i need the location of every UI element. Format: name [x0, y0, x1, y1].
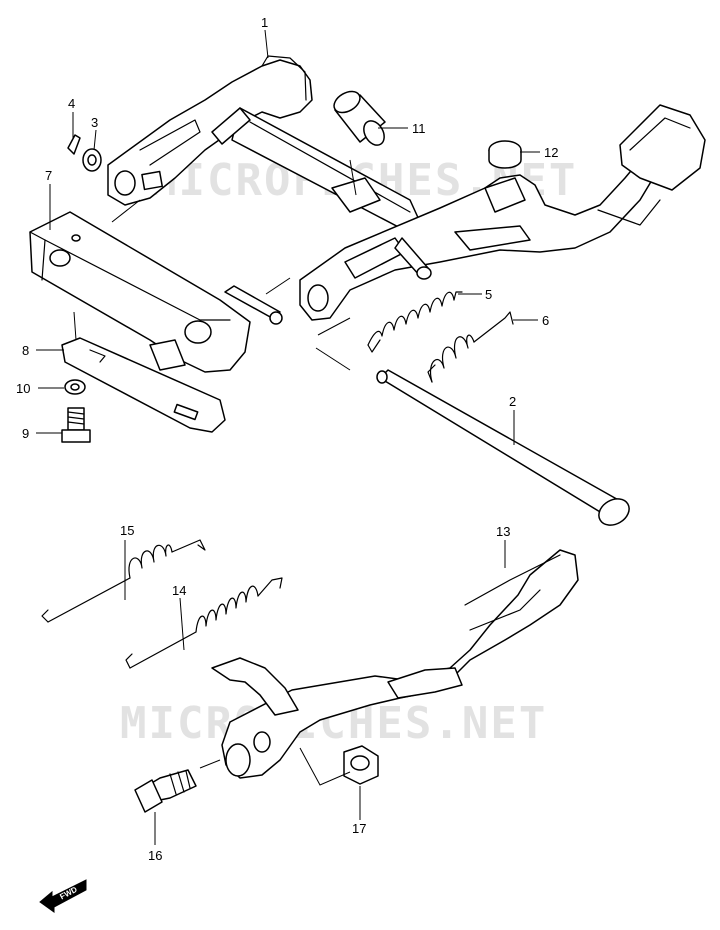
callout-5: 5: [485, 287, 492, 302]
callout-16: 16: [148, 848, 162, 863]
callout-8: 8: [22, 343, 29, 358]
callout-labels: 1 2 3 4 5 6 7 8 9 10 11 12 13 14 15 16 1…: [16, 15, 558, 863]
spring-14[interactable]: [125, 577, 283, 669]
bolt-9[interactable]: [61, 407, 91, 443]
callout-15: 15: [120, 523, 134, 538]
pivot-bolt-16[interactable]: [134, 769, 197, 813]
callout-7: 7: [45, 168, 52, 183]
nut-17[interactable]: [343, 745, 379, 785]
callout-17: 17: [352, 821, 366, 836]
stand-bracket[interactable]: [29, 211, 283, 373]
pivot-pin-2[interactable]: [376, 369, 634, 530]
callout-1: 1: [261, 15, 268, 30]
rubber-cap-12[interactable]: [488, 140, 522, 169]
spring-5[interactable]: [367, 291, 463, 353]
callout-2: 2: [509, 394, 516, 409]
washer-10[interactable]: [64, 379, 86, 395]
fwd-badge: FWD: [39, 879, 87, 913]
callout-3: 3: [91, 115, 98, 130]
cotter-pin-4[interactable]: [67, 134, 81, 155]
leader-lines: [36, 29, 540, 845]
callout-11: 11: [412, 121, 426, 136]
spring-15[interactable]: [41, 539, 206, 623]
arrow-fwd-icon: [39, 879, 87, 913]
callout-14: 14: [172, 583, 186, 598]
side-stand-13[interactable]: [211, 549, 579, 779]
stopper-plate[interactable]: [61, 337, 226, 433]
center-stand-frame[interactable]: [107, 55, 706, 321]
callout-6: 6: [542, 313, 549, 328]
callout-12: 12: [544, 145, 558, 160]
washer-3[interactable]: [82, 148, 102, 172]
bushing-11[interactable]: [330, 87, 388, 149]
spring-6[interactable]: [427, 311, 514, 383]
callout-4: 4: [68, 96, 75, 111]
callout-10: 10: [16, 381, 30, 396]
callout-13: 13: [496, 524, 510, 539]
callout-9: 9: [22, 426, 29, 441]
